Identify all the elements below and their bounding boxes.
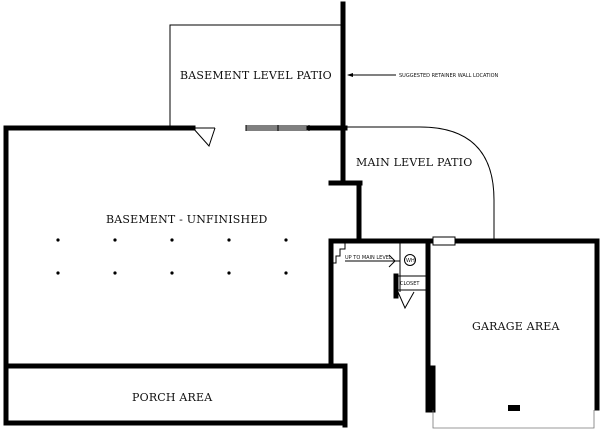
garage-door-opening	[432, 410, 595, 429]
garage-walls	[357, 238, 600, 413]
basement-walls	[3, 125, 363, 428]
stairs-label: UP TO MAIN LEVEL	[345, 255, 392, 261]
garage-drain	[508, 405, 520, 411]
basement-label: BASEMENT - UNFINISHED	[106, 213, 268, 226]
retainer-wall-label: SUGGESTED RETAINER WALL LOCATION	[399, 73, 499, 79]
garage-entry-gap	[432, 236, 456, 246]
support-posts	[56, 238, 288, 275]
basement-door	[192, 127, 216, 147]
main-patio-outline	[343, 126, 495, 241]
closet-label: CLOSET	[400, 281, 420, 287]
basement-patio-label: BASEMENT LEVEL PATIO	[180, 69, 332, 82]
water-heater-icon	[404, 254, 416, 266]
water-heater-label: WH	[406, 258, 415, 264]
retainer-arrowhead	[347, 73, 353, 77]
stairs	[331, 243, 401, 270]
sliding-door	[245, 125, 310, 131]
main-patio-label: MAIN LEVEL PATIO	[356, 156, 472, 169]
porch-label: PORCH AREA	[132, 391, 213, 404]
garage-label: GARAGE AREA	[472, 320, 561, 333]
basement-patio-outline	[169, 24, 343, 128]
closet	[397, 270, 428, 310]
